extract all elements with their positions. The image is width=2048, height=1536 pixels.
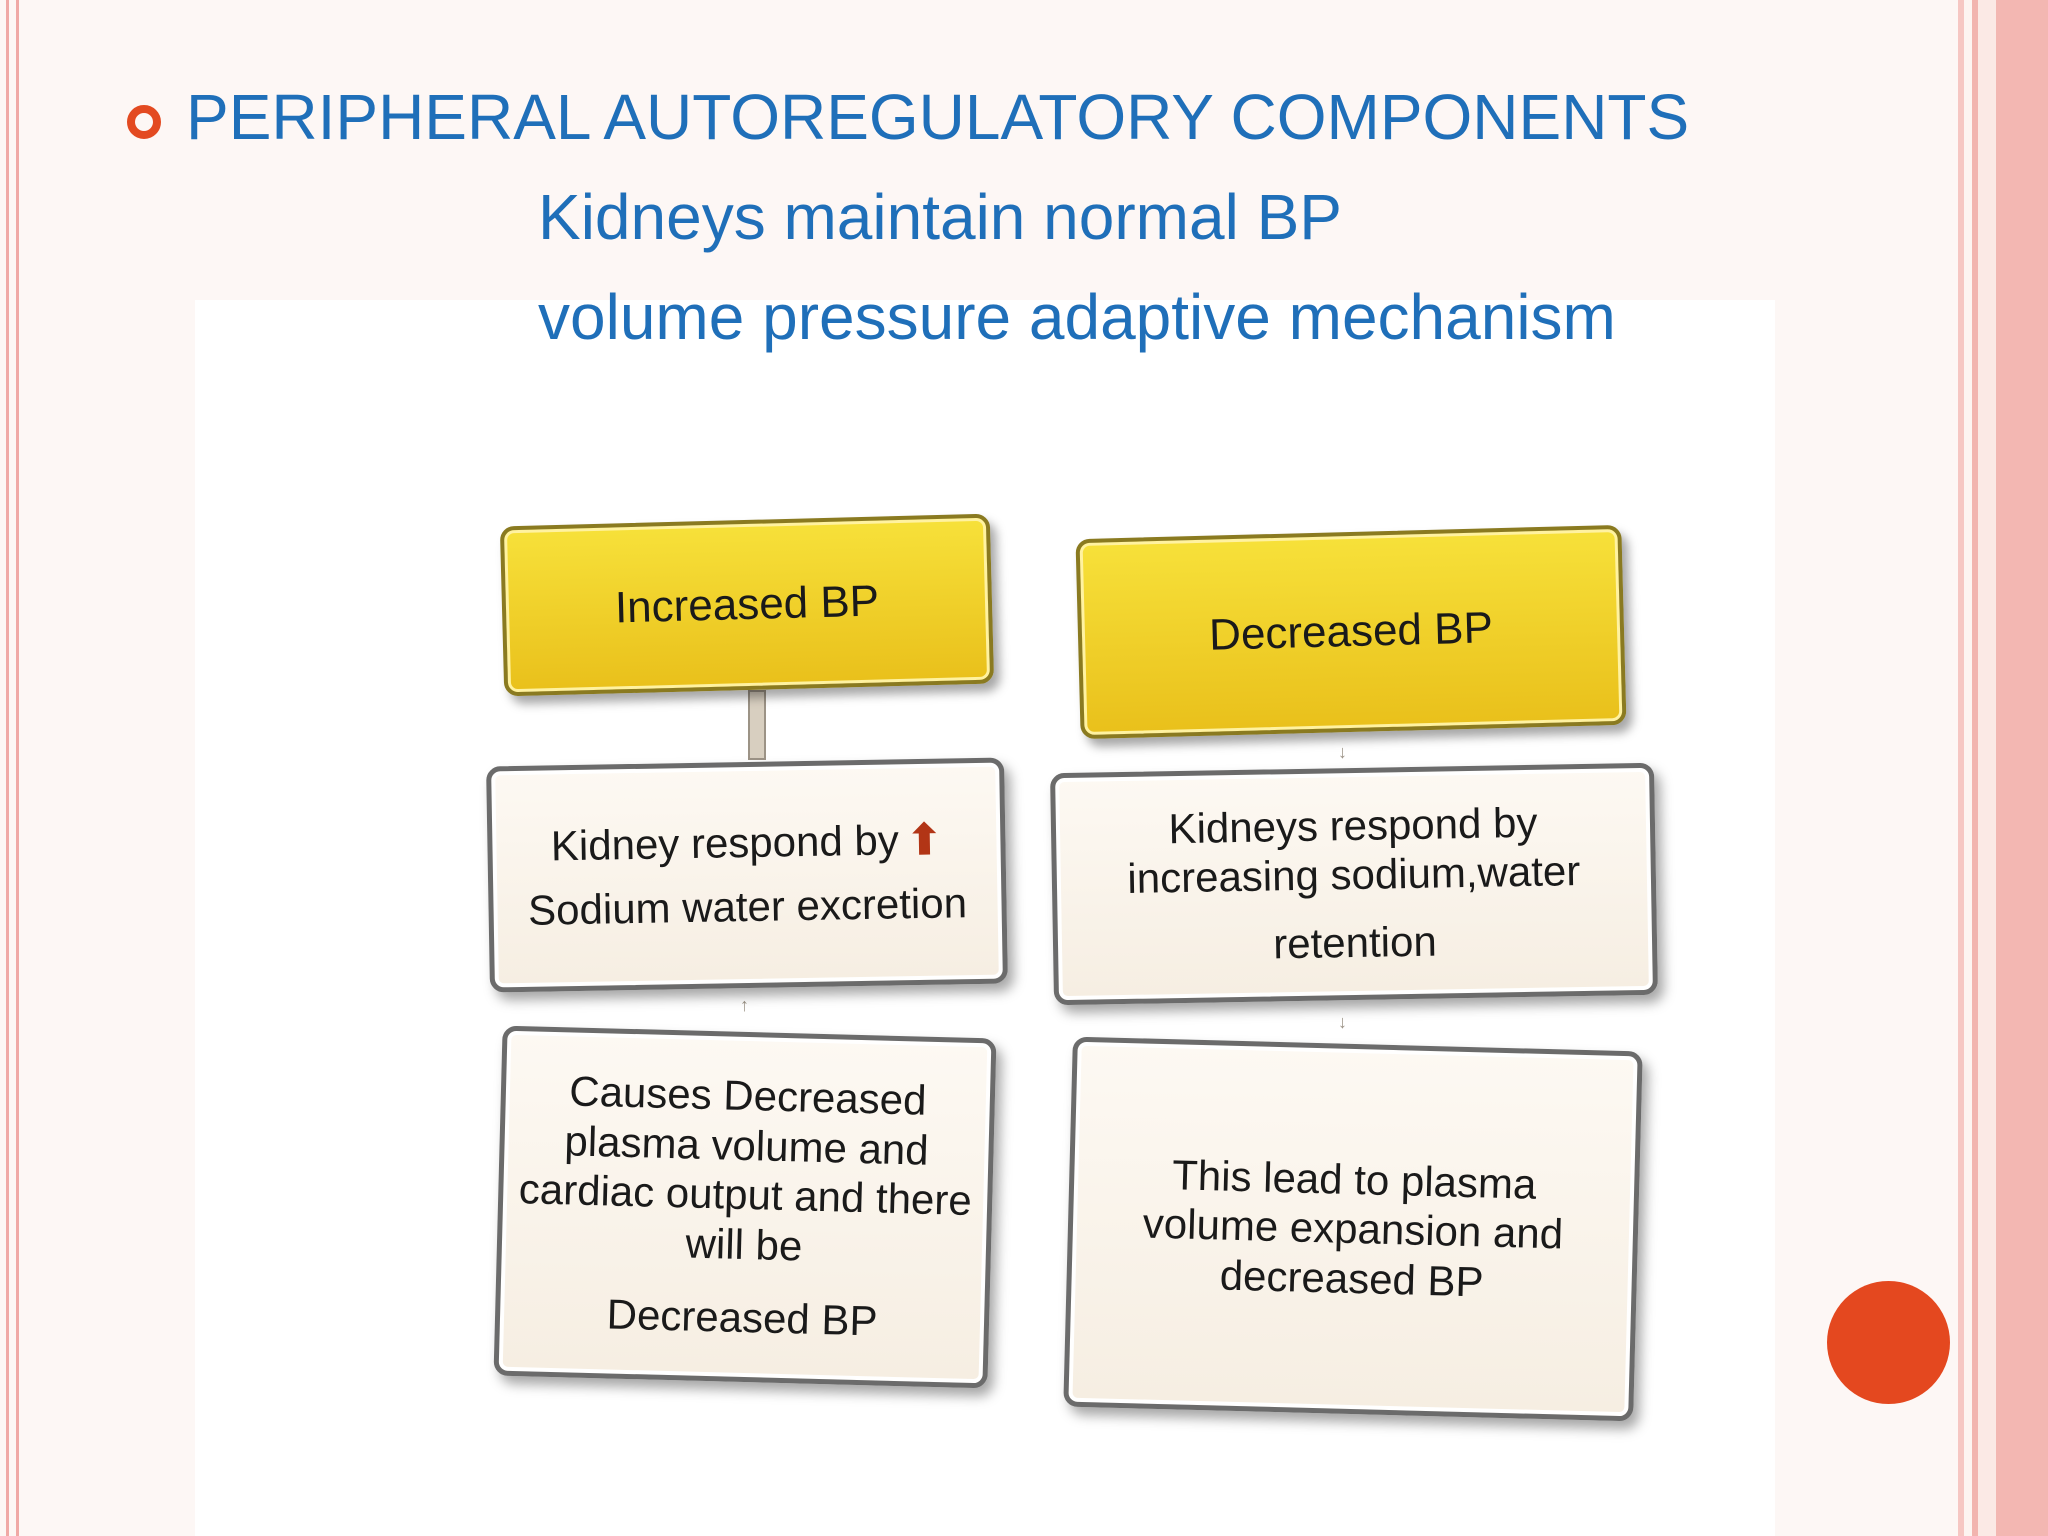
- box-label: Increased BP: [614, 576, 880, 633]
- slide-frame-stripes: [1958, 0, 2048, 1536]
- arrow-down-icon: ↑: [740, 995, 749, 1015]
- slide-frame-line: [6, 0, 9, 1536]
- box-text: Kidneys respond by: [1168, 798, 1538, 852]
- kidney-respond-box: Kidney respond by⬆ Sodium water excretio…: [486, 757, 1008, 993]
- box-text: will be: [685, 1219, 803, 1270]
- increased-bp-box: Increased BP: [499, 513, 995, 697]
- kidneys-retention-box: Kidneys respond by increasing sodium,wat…: [1050, 762, 1658, 1006]
- box-text: volume expansion and: [1142, 1199, 1564, 1258]
- box-text: Kidney respond by⬆: [550, 816, 943, 870]
- box-text: Decreased BP: [606, 1290, 879, 1345]
- connector-line: [748, 690, 766, 760]
- slide-subtitle-line: volume pressure adaptive mechanism: [538, 281, 1616, 353]
- slide-subtitle-line: Kidneys maintain normal BP: [538, 181, 1342, 253]
- slide-frame-line: [16, 0, 19, 1536]
- box-text: decreased BP: [1219, 1251, 1485, 1306]
- bullet-ring-icon: [127, 105, 161, 139]
- arrow-down-icon: ↓: [1338, 1012, 1347, 1032]
- arrow-down-icon: ↓: [1338, 742, 1347, 762]
- slide-title: PERIPHERAL AUTOREGULATORY COMPONENTS: [186, 81, 1690, 153]
- box-text: Sodium water excretion: [527, 879, 968, 934]
- box-text: cardiac output and there: [518, 1165, 973, 1225]
- decorative-dot: [1827, 1281, 1950, 1404]
- box-label: Decreased BP: [1208, 603, 1494, 660]
- box-text: increasing sodium,water: [1127, 847, 1581, 903]
- decreased-plasma-box: Causes Decreased plasma volume and cardi…: [493, 1025, 997, 1389]
- box-text: retention: [1272, 917, 1438, 968]
- decreased-bp-box: Decreased BP: [1075, 524, 1627, 740]
- up-arrow-icon: ⬆: [906, 816, 943, 864]
- plasma-expansion-box: This lead to plasma volume expansion and…: [1063, 1036, 1643, 1422]
